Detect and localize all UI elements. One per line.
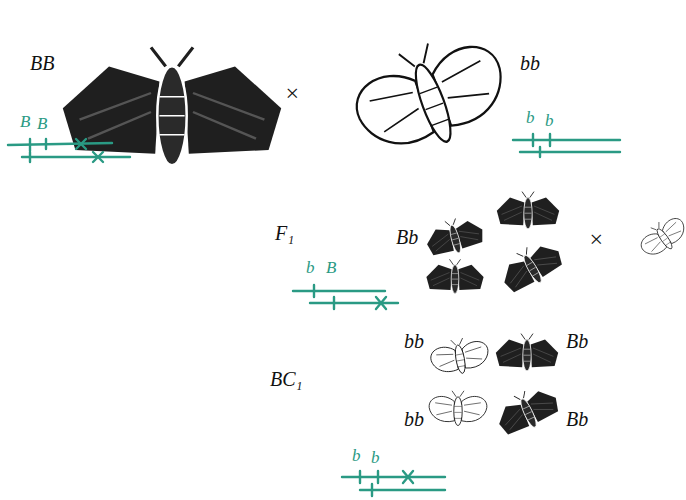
allele-label: B bbox=[20, 113, 30, 132]
generation-label: BC₁ bbox=[270, 368, 303, 390]
allele-label: b bbox=[352, 447, 361, 466]
cross-symbol: × bbox=[284, 80, 300, 106]
cross-symbol: × bbox=[588, 226, 604, 252]
genotype-label: bb bbox=[404, 408, 424, 430]
allele-label: b bbox=[526, 109, 535, 128]
genotype-label: bb bbox=[404, 330, 424, 352]
allele-label: b bbox=[545, 112, 554, 131]
allele-label: b bbox=[306, 259, 315, 278]
allele-label: B bbox=[326, 259, 336, 278]
genotype-label: BB bbox=[30, 52, 54, 74]
generation-label: F₁ bbox=[275, 222, 294, 244]
genotype-label: Bb bbox=[566, 330, 588, 352]
genotype-label: Bb bbox=[396, 226, 418, 248]
allele-label: b bbox=[371, 449, 380, 468]
genotype-label: Bb bbox=[566, 408, 588, 430]
allele-label: B bbox=[37, 115, 47, 134]
genotype-label: bb bbox=[520, 52, 540, 74]
